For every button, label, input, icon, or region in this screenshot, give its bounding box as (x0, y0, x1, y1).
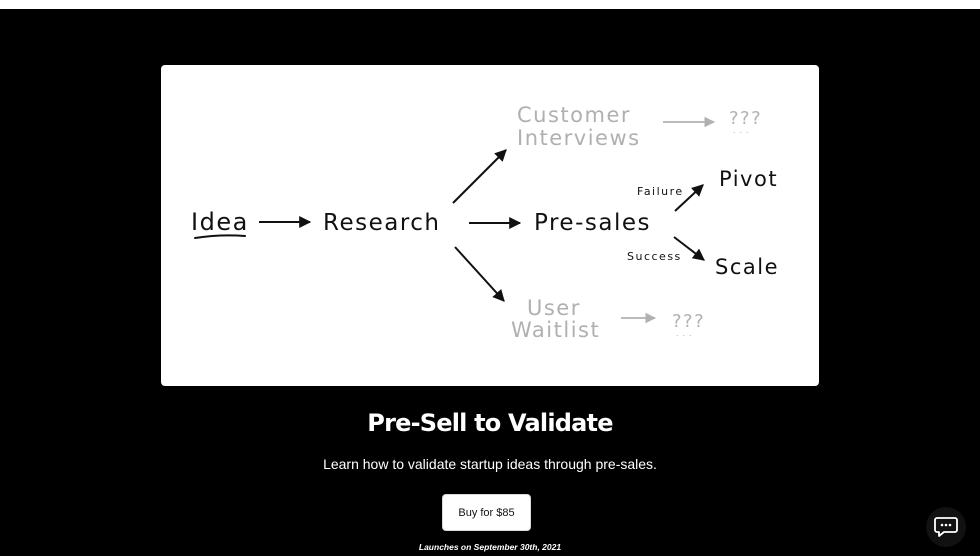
node-scale: Scale (715, 255, 779, 279)
arrow-presales-to-scale (673, 236, 705, 261)
unknown-outcome-bottom: ??? (672, 311, 705, 332)
node-pre-sales: Pre-sales (534, 210, 651, 236)
idea-underline (194, 234, 246, 239)
node-user-waitlist-line1: User (527, 296, 581, 320)
arrow-presales-to-pivot (674, 184, 704, 212)
node-research: Research (323, 210, 441, 236)
product-title: Pre-Sell to Validate (367, 409, 613, 437)
chat-widget-button[interactable] (926, 507, 966, 547)
buy-button[interactable]: Buy for $85 (442, 494, 531, 531)
product-subtitle: Learn how to validate startup ideas thro… (323, 456, 657, 472)
unknown-dots-bottom: ... (676, 328, 696, 338)
node-customer-interviews-line2: Interviews (517, 126, 641, 150)
node-customer-interviews-line1: Customer (517, 103, 631, 127)
arrow-research-to-interviews (452, 149, 507, 204)
unknown-outcome-top: ??? (729, 108, 762, 129)
flow-diagram: Idea Research Customer Interviews ??? ..… (191, 103, 779, 342)
edge-label-success: Success (627, 250, 682, 263)
hero-illustration: Idea Research Customer Interviews ??? ..… (161, 65, 819, 386)
node-user-waitlist-line2: Waitlist (511, 318, 600, 342)
bottom-border-strip (0, 556, 980, 560)
unknown-dots-top: ... (733, 125, 753, 135)
chat-bubble-icon (934, 517, 958, 537)
arrow-research-to-waitlist (454, 246, 505, 302)
top-border-strip (0, 0, 980, 9)
edge-label-failure: Failure (637, 185, 684, 198)
node-idea: Idea (191, 208, 249, 236)
node-pivot: Pivot (719, 167, 778, 191)
launch-date-note: Launches on September 30th, 2021 (418, 542, 562, 552)
